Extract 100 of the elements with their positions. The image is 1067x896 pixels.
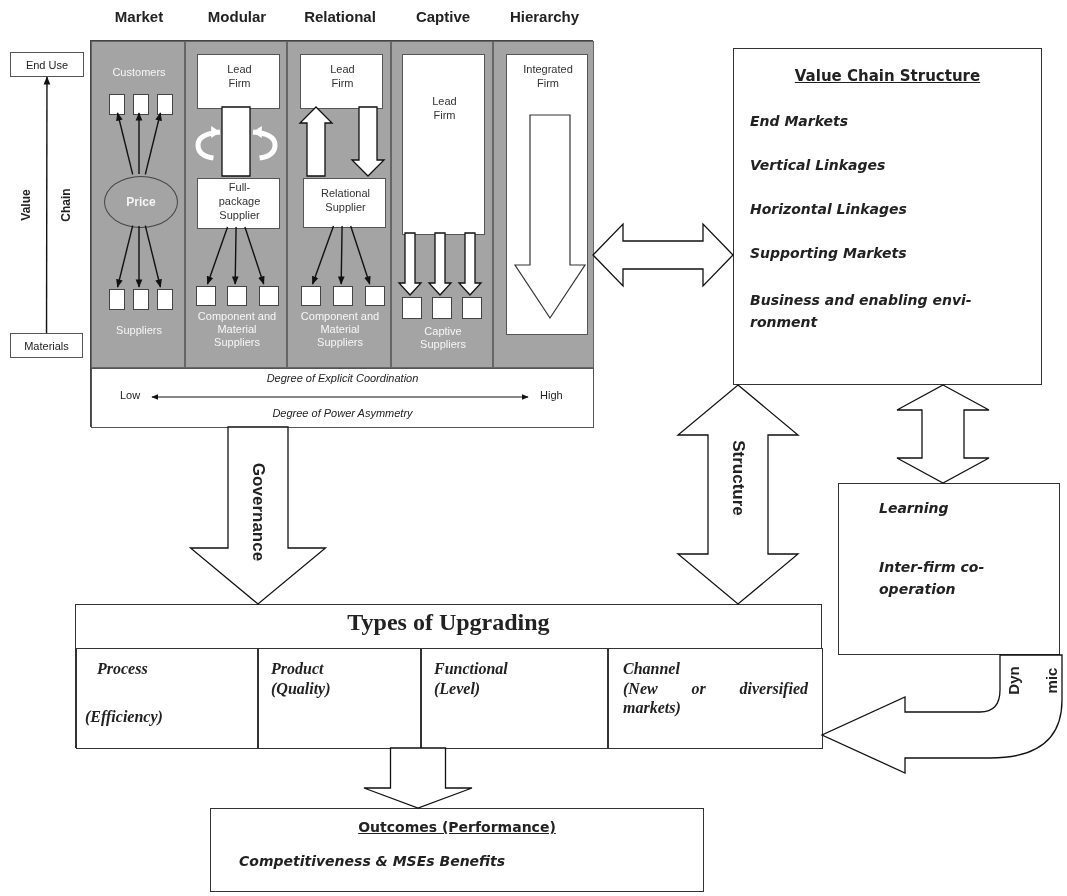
- learning-box: [838, 483, 1060, 655]
- box-label: Price: [126, 195, 156, 209]
- box-label: Relational Supplier: [320, 187, 371, 215]
- firm-box: [196, 286, 216, 306]
- table-title: Types of Upgrading: [346, 609, 551, 636]
- box-label: (New or diversified markets): [623, 679, 808, 718]
- edge-label: Structure: [727, 440, 748, 516]
- arrow: [144, 224, 162, 288]
- outcomes-box: [210, 808, 704, 892]
- box-label: Suppliers: [115, 324, 163, 338]
- upgrading-table: [75, 604, 822, 748]
- box-label: Product: [271, 659, 324, 679]
- box-label: Vertical Linkages: [750, 157, 886, 173]
- arrow: [43, 76, 51, 334]
- box-label: (Level): [434, 679, 481, 699]
- column-heading: Captive: [414, 8, 472, 26]
- firm-box: [402, 297, 422, 319]
- box-label: High: [540, 389, 563, 401]
- axis-label: Value: [18, 189, 33, 221]
- box-label: (Quality): [271, 679, 331, 699]
- firm-box: [259, 286, 279, 306]
- block-arrow: [896, 384, 990, 484]
- coordination-scale-bar: [91, 368, 594, 428]
- column-heading: Modular: [206, 8, 268, 26]
- firm-box: [157, 289, 173, 310]
- block-arrow: [298, 106, 334, 177]
- box-label: Customers: [111, 66, 167, 80]
- value-chain-end-box: [10, 333, 83, 358]
- box-label: Component and Material Suppliers: [299, 310, 381, 350]
- lead-firm-box: [197, 54, 280, 109]
- lead-firm-box: [300, 54, 383, 109]
- box-label: Lead Firm: [226, 63, 253, 91]
- firm-box: [365, 286, 385, 306]
- box-label: Lead Firm: [431, 95, 458, 123]
- arrow: [244, 226, 265, 285]
- upgrading-cell: [421, 648, 608, 749]
- box-label: Lead Firm: [329, 63, 356, 91]
- arrow: [135, 225, 143, 288]
- firm-box: [301, 286, 321, 306]
- edge-label: Governance: [248, 462, 269, 562]
- box-label: Low: [120, 389, 141, 401]
- supplier-box: [197, 178, 280, 229]
- block-arrow: [363, 747, 473, 809]
- upgrading-cell: [76, 648, 258, 749]
- firm-box: [462, 297, 482, 319]
- block-arrow: [457, 232, 483, 296]
- block-arrow: [397, 232, 423, 296]
- column-heading: Relational: [303, 8, 377, 26]
- axis-label: mic: [1043, 667, 1061, 693]
- box-label: Inter-firm co- operation: [879, 558, 986, 600]
- axis-label: Chain: [58, 188, 73, 222]
- supplier-box: [303, 178, 386, 228]
- box-label: Competitiveness & MSEs Benefits: [239, 853, 506, 869]
- firm-box: [333, 286, 353, 306]
- arrow: [311, 225, 335, 285]
- box-label: (Efficiency): [85, 707, 163, 727]
- box-label: Integrated Firm: [522, 63, 574, 91]
- box-label: Degree of Power Asymmetry: [271, 407, 414, 419]
- arrow: [116, 112, 134, 176]
- block-arrow: [221, 106, 251, 177]
- value-chain-end-box: [10, 52, 84, 77]
- edge-label: Dyn: [1004, 665, 1022, 695]
- firm-box: [109, 94, 125, 115]
- firm-box: [133, 289, 149, 310]
- box-label: End Markets: [750, 113, 849, 129]
- arrow: [231, 226, 239, 285]
- arrow: [135, 112, 143, 175]
- upgrading-cell: [608, 648, 823, 749]
- box-label: Full- package Supplier: [217, 181, 262, 223]
- box-label: Functional: [434, 659, 508, 679]
- arrow: [350, 225, 371, 285]
- block-arrow: [592, 222, 734, 288]
- box-title: Value Chain Structure: [793, 67, 982, 85]
- block-arrow: [676, 384, 800, 605]
- firm-box: [157, 94, 173, 115]
- box-label: Supporting Markets: [750, 245, 907, 261]
- box-label: Learning: [879, 500, 949, 516]
- block-arrow: [821, 654, 1063, 774]
- box-label: Materials: [24, 339, 69, 352]
- box-label: Channel: [623, 659, 680, 679]
- firm-box: [227, 286, 247, 306]
- firm-box: [109, 289, 125, 310]
- box-label: Business and enabling envi- ronment: [750, 291, 973, 333]
- value-chain-structure-box: [733, 48, 1042, 385]
- box-label: End Use: [25, 58, 69, 71]
- lead-firm-box: [402, 54, 485, 235]
- column-heading: Market: [113, 8, 165, 26]
- block-arrow: [427, 232, 453, 296]
- box-title: Outcomes (Performance): [357, 819, 557, 835]
- column-heading: Hierarchy: [508, 8, 581, 26]
- arrow: [116, 224, 134, 288]
- upgrading-cell: [258, 648, 421, 749]
- firm-box: [133, 94, 149, 115]
- arrow: [206, 226, 229, 285]
- box-label: Horizontal Linkages: [750, 201, 907, 217]
- arrow: [337, 225, 345, 285]
- block-arrow: [350, 106, 386, 177]
- box-label: Process: [97, 659, 148, 679]
- arrow: [144, 112, 162, 176]
- box-label: Degree of Explicit Coordination: [265, 372, 420, 384]
